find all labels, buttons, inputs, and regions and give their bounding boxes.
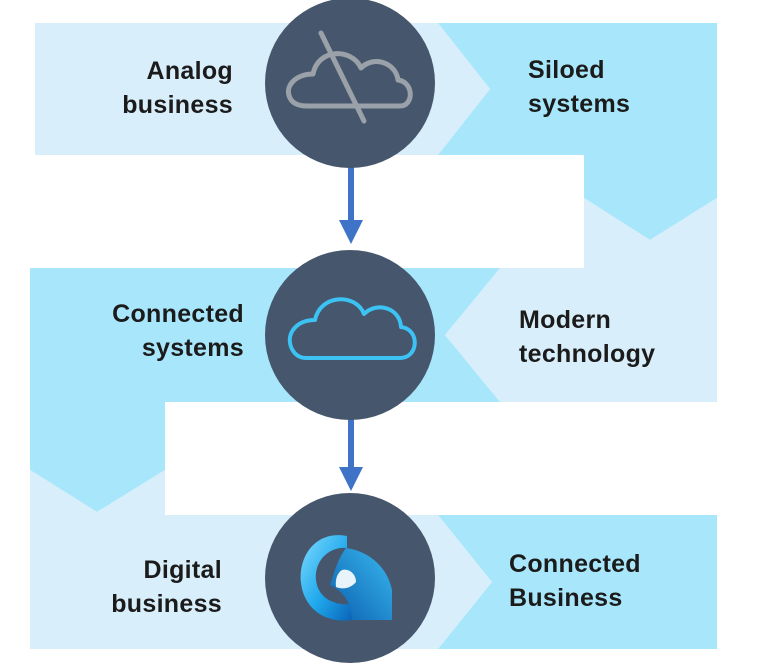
digital-logo-icon bbox=[300, 535, 392, 621]
cloud-icon bbox=[287, 297, 417, 360]
down-arrow-2 bbox=[339, 418, 363, 491]
band-modern-technology bbox=[445, 198, 717, 402]
stage-circle-2 bbox=[265, 250, 435, 420]
band-siloed-systems bbox=[438, 23, 717, 240]
label-analog-business: Analog business bbox=[122, 57, 233, 119]
label-siloed-systems: Siloed systems bbox=[528, 56, 631, 118]
label-modern-technology: Modern technology bbox=[519, 306, 656, 368]
crossed-out-cloud-icon bbox=[286, 30, 413, 124]
label-connected-systems: Connected systems bbox=[112, 300, 244, 362]
stage-circle-1 bbox=[265, 0, 435, 168]
band-connected-business bbox=[438, 515, 717, 649]
label-connected-business: Connected Business bbox=[509, 550, 641, 612]
label-digital-business: Digital business bbox=[111, 556, 222, 618]
